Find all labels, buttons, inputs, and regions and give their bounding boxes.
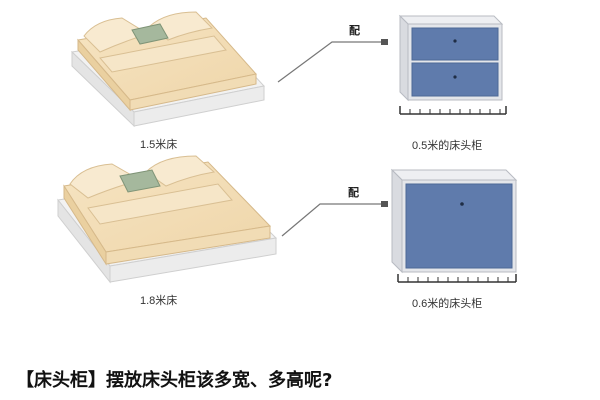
drawer-knob [453, 75, 457, 79]
bed-1-8m [57, 155, 278, 284]
bed-label-1: 1.5米床 [140, 139, 178, 151]
connector-line-2 [281, 201, 388, 237]
ruler-1 [399, 106, 507, 115]
drawer-knob [453, 39, 457, 43]
cabinet-door [405, 183, 513, 269]
pair-label-1: 配 [349, 24, 360, 37]
cabinet-label-2: 0.6米的床头柜 [412, 298, 483, 310]
drawer-upper [411, 27, 499, 61]
bottom-caption: 【床头柜】摆放床头柜该多宽、多高呢? [16, 370, 333, 391]
door-knob [460, 202, 464, 206]
nightstand-0-5m [398, 14, 504, 102]
drawer-lower [411, 62, 499, 97]
bed-label-2: 1.8米床 [140, 295, 178, 307]
connector-line-1 [277, 39, 388, 83]
nightstand-0-6m [390, 168, 518, 274]
ruler-2 [397, 274, 517, 283]
pair-label-2: 配 [348, 186, 359, 199]
bed-1-5m [70, 11, 265, 128]
cabinet-label-1: 0.5米的床头柜 [412, 140, 483, 152]
